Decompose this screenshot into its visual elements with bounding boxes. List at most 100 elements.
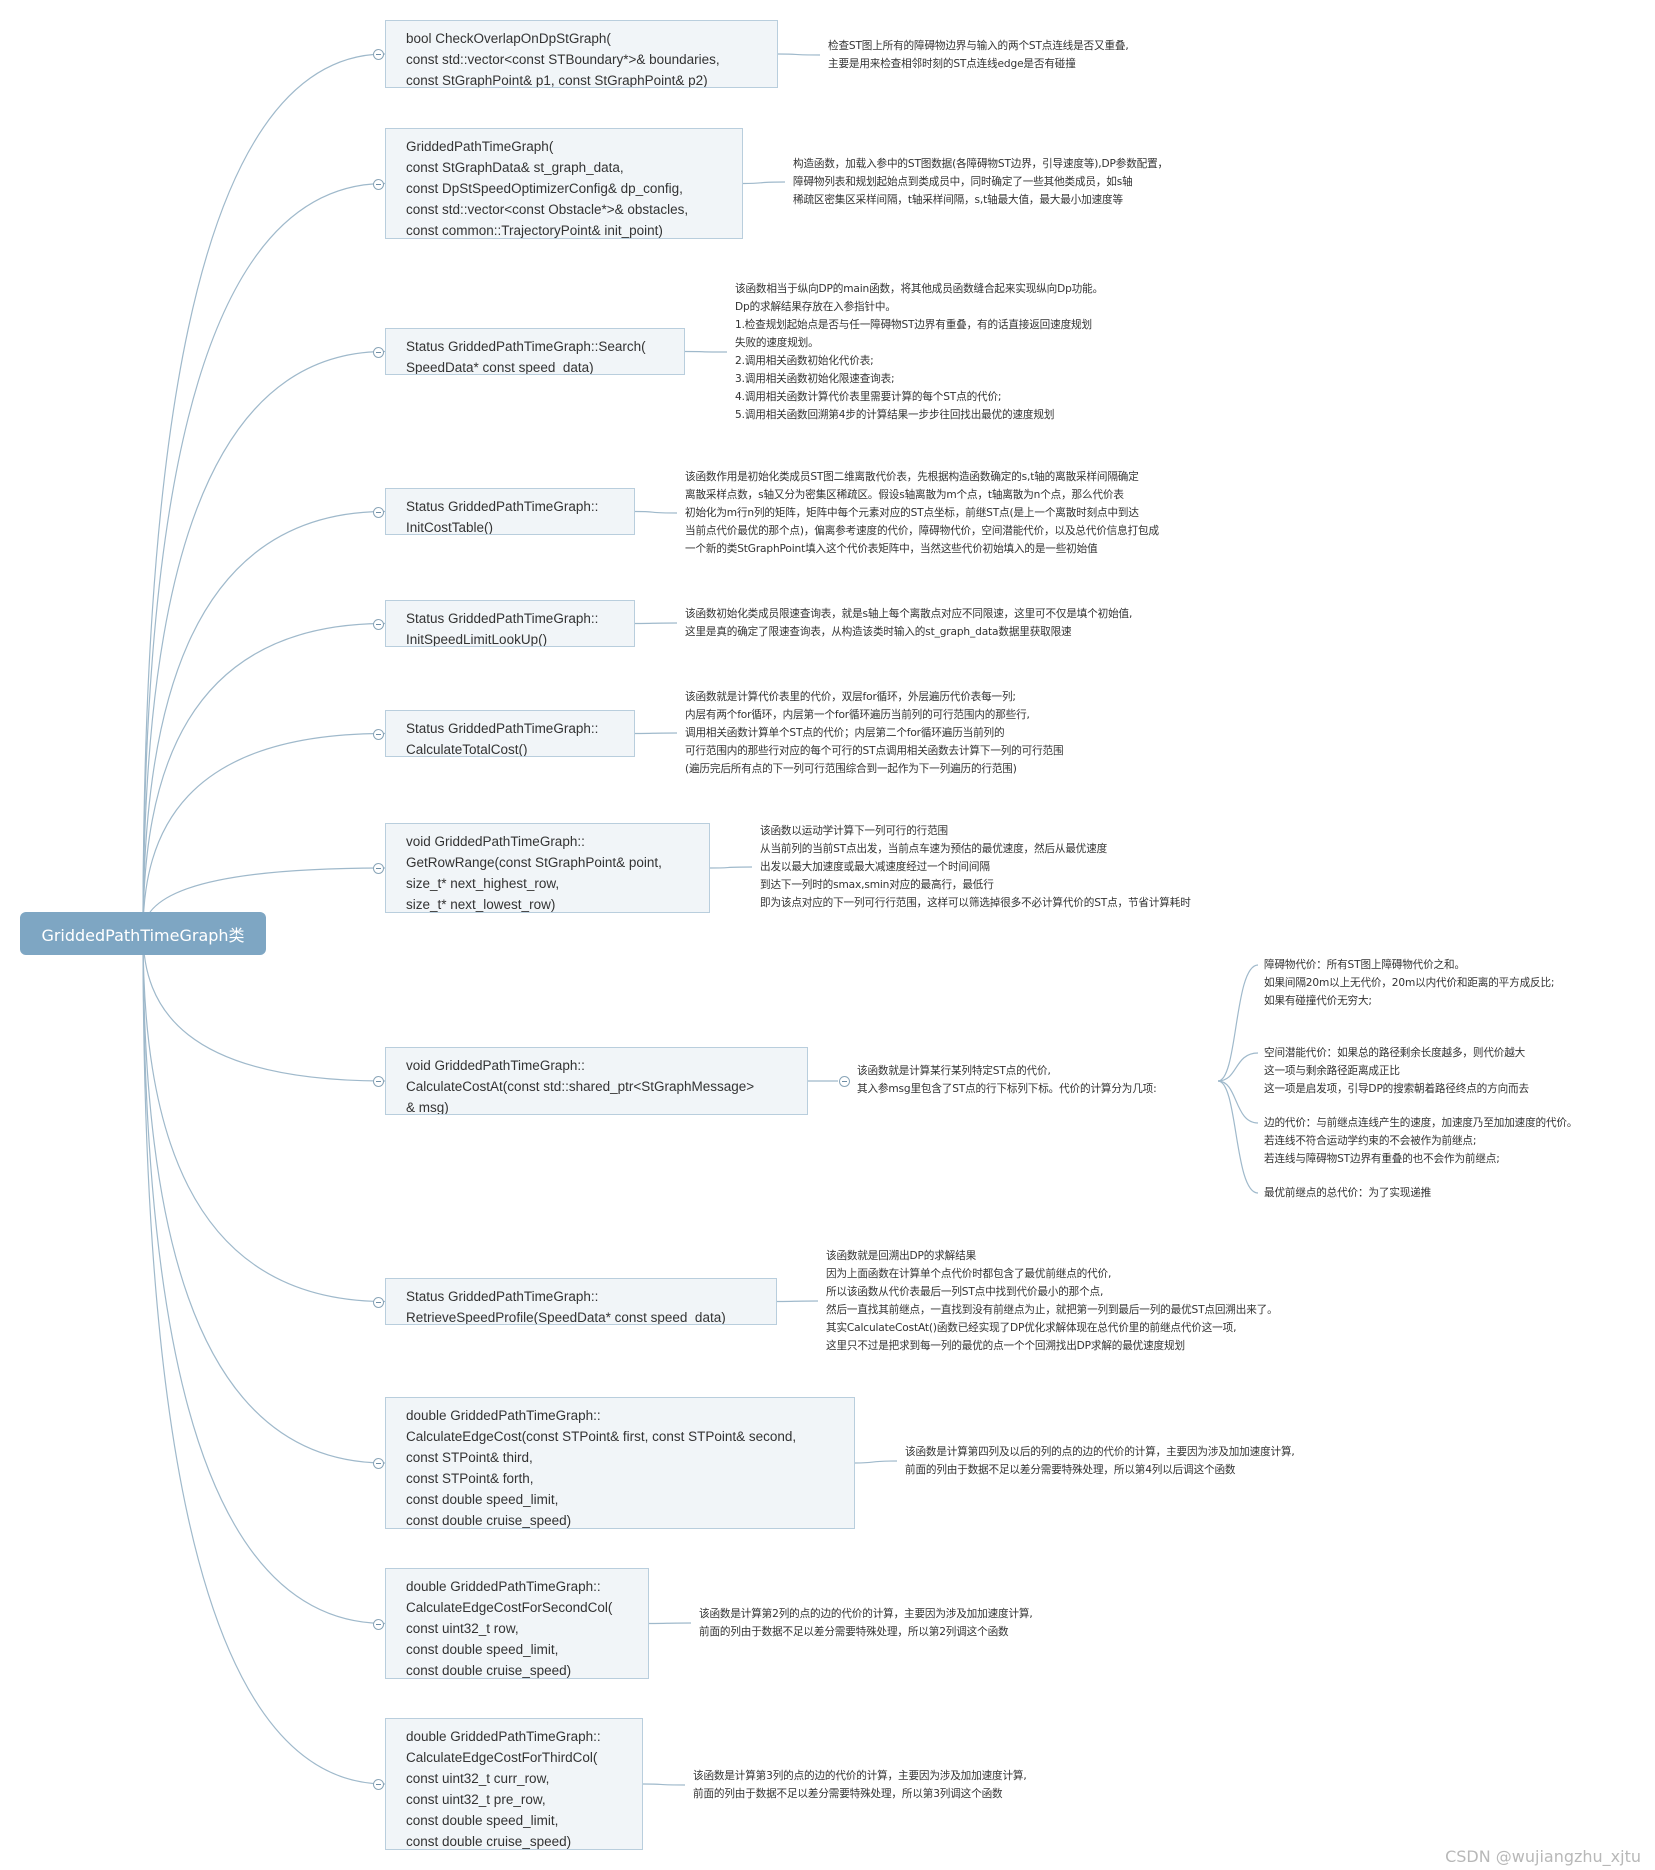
description-note-calc-edge-cost: 该函数是计算第四列及以后的列的点的边的代价的计算，主要因为涉及加加速度计算,前面… xyxy=(905,1443,1295,1479)
connector-line xyxy=(648,1622,692,1625)
note-text-line: 5.调用相关函数回溯第4步的计算结果一步步往回找出最优的速度规划 xyxy=(735,409,1055,421)
node-text-line: const double speed_limit, xyxy=(406,1813,559,1828)
connector-line xyxy=(142,932,386,1082)
note-text-line: 该函数就是回溯出DP的求解结果 xyxy=(826,1250,977,1262)
connector-line xyxy=(142,510,386,934)
note-text-line: 离散采样点数，s轴又分为密集区稀疏区。假设s轴离散为m个点，t轴离散为n个点，那… xyxy=(685,489,1124,501)
description-note-calc-total-cost: 该函数就是计算代价表里的代价，双层for循环，外层遍历代价表每一列;内层有两个f… xyxy=(685,688,1064,778)
function-node-get-row-range[interactable]: void GriddedPathTimeGraph::GetRowRange(c… xyxy=(385,823,710,913)
node-text-line: const double speed_limit, xyxy=(406,1642,559,1657)
collapse-icon[interactable] xyxy=(373,506,384,518)
collapse-icon[interactable] xyxy=(373,1458,384,1469)
connector-line xyxy=(634,510,678,514)
description-note-search: 该函数相当于纵向DP的main函数，将其他成员函数缝合起来实现纵向Dp功能。Dp… xyxy=(735,280,1103,424)
node-text-line: const std::vector<const STBoundary*>& bo… xyxy=(406,52,720,67)
note-text-line: 该函数就是计算某行某列特定ST点的代价, xyxy=(857,1065,1051,1077)
node-text-line: Status GriddedPathTimeGraph::Search( xyxy=(406,339,646,354)
description-note-calc-edge-cost-third: 该函数是计算第3列的点的边的代价的计算，主要因为涉及加加速度计算,前面的列由于数… xyxy=(693,1767,1027,1803)
connector-line xyxy=(634,732,678,735)
function-node-calc-edge-cost[interactable]: double GriddedPathTimeGraph::CalculateEd… xyxy=(385,1397,855,1529)
collapse-icon[interactable] xyxy=(373,178,384,190)
node-text-line: Status GriddedPathTimeGraph:: xyxy=(406,611,599,626)
node-text-line: & msg) xyxy=(406,1100,449,1115)
connector-line xyxy=(642,1783,686,1786)
function-node-constructor[interactable]: GriddedPathTimeGraph(const StGraphData& … xyxy=(385,128,743,239)
node-text-line: bool CheckOverlapOnDpStGraph( xyxy=(406,31,611,46)
note-text-line: 一个新的类StGraphPoint填入这个代价表矩阵中，当然这些代价初始填入的是… xyxy=(685,543,1098,555)
note-text-line: 空间潜能代价：如果总的路径剩余长度越多，则代价越大 xyxy=(1264,1047,1526,1059)
connector-line xyxy=(142,182,386,934)
collapse-icon[interactable] xyxy=(373,863,384,874)
node-text-line: double GriddedPathTimeGraph:: xyxy=(406,1408,601,1423)
function-node-calc-edge-cost-third[interactable]: double GriddedPathTimeGraph::CalculateEd… xyxy=(385,1718,643,1850)
node-text-line: const std::vector<const Obstacle*>& obst… xyxy=(406,202,689,217)
note-text-line: 稀疏区密集区采样间隔，t轴采样间隔，s,t轴最大值，最大最小加速度等 xyxy=(793,194,1123,206)
connector-line xyxy=(709,866,753,869)
note-text-line: 该函数是计算第四列及以后的列的点的边的代价的计算，主要因为涉及加加速度计算, xyxy=(905,1446,1295,1458)
root-node[interactable]: GriddedPathTimeGraph类 xyxy=(20,912,266,955)
collapse-icon[interactable] xyxy=(373,1296,384,1308)
function-node-calc-edge-cost-second[interactable]: double GriddedPathTimeGraph::CalculateEd… xyxy=(385,1568,649,1679)
description-note-calc-edge-cost-second: 该函数是计算第2列的点的边的代价的计算，主要因为涉及加加速度计算,前面的列由于数… xyxy=(699,1605,1033,1641)
node-text-line: GetRowRange(const StGraphPoint& point, xyxy=(406,855,662,870)
function-node-init-speed-limit[interactable]: Status GriddedPathTimeGraph::InitSpeedLi… xyxy=(385,600,635,647)
connector-line xyxy=(142,932,386,1303)
connector-line xyxy=(684,350,728,353)
collapse-icon[interactable] xyxy=(373,1779,384,1790)
node-text-line: CalculateEdgeCostForThirdCol( xyxy=(406,1750,598,1765)
collapse-icon[interactable] xyxy=(373,728,384,740)
description-note-init-speed-limit: 该函数初始化类成员限速查询表，就是s轴上每个离散点对应不同限速，这里可不仅是填个… xyxy=(685,605,1132,641)
note-text-line: 这里是真的确定了限速查询表，从构造该类时输入的st_graph_data数据里获… xyxy=(685,626,1072,638)
note-text-line: 该函数以运动学计算下一列可行的行范围 xyxy=(760,825,948,837)
function-node-calc-total-cost[interactable]: Status GriddedPathTimeGraph::CalculateTo… xyxy=(385,710,635,757)
connector-line xyxy=(142,932,386,1625)
function-node-calc-cost-at[interactable]: void GriddedPathTimeGraph::CalculateCost… xyxy=(385,1047,808,1115)
collapse-icon[interactable] xyxy=(839,1076,850,1087)
node-text-line: const DpStSpeedOptimizerConfig& dp_confi… xyxy=(406,181,683,196)
connector-line xyxy=(777,53,821,56)
description-note-retrieve-speed: 该函数就是回溯出DP的求解结果因为上面函数在计算单个点代价时都包含了最优前继点的… xyxy=(826,1247,1278,1355)
node-text-line: GriddedPathTimeGraph( xyxy=(406,139,554,154)
node-text-line: const double cruise_speed) xyxy=(406,1513,572,1528)
connector-line xyxy=(142,932,386,1785)
connector-line xyxy=(142,932,386,1464)
cost-item-note: 障碍物代价：所有ST图上障碍物代价之和。如果间隔20m以上无代价，20m以内代价… xyxy=(1264,956,1554,1010)
connector-line xyxy=(142,350,386,934)
note-text-line: 前面的列由于数据不足以差分需要特殊处理，所以第3列调这个函数 xyxy=(693,1788,1003,1800)
description-note-constructor: 构造函数，加载入参中的ST图数据(各障碍物ST边界，引导速度等),DP参数配置，… xyxy=(793,155,1168,209)
node-text-line: const common::TrajectoryPoint& init_poin… xyxy=(406,223,663,238)
node-text-line: SpeedData* const speed_data) xyxy=(406,360,594,375)
note-text-line: 1.检查规划起始点是否与任一障碍物ST边界有重叠，有的话直接返回速度规划 xyxy=(735,319,1092,331)
node-text-line: InitSpeedLimitLookUp() xyxy=(406,632,548,647)
node-text-line: const double speed_limit, xyxy=(406,1492,559,1507)
function-node-search[interactable]: Status GriddedPathTimeGraph::Search(Spee… xyxy=(385,328,685,375)
node-text-line: Status GriddedPathTimeGraph:: xyxy=(406,499,599,514)
node-text-line: InitCostTable() xyxy=(406,520,494,535)
function-node-init-cost-table[interactable]: Status GriddedPathTimeGraph::InitCostTab… xyxy=(385,488,635,535)
note-text-line: 可行范围内的那些行对应的每个可行的ST点调用相关函数去计算下一列的可行范围 xyxy=(685,745,1064,757)
cost-item-note: 空间潜能代价：如果总的路径剩余长度越多，则代价越大这一项与剩余路径距离成正比这一… xyxy=(1264,1044,1529,1098)
collapse-icon[interactable] xyxy=(373,49,384,60)
note-text-line: 出发以最大加速度或最大减速度经过一个时间间隔 xyxy=(760,861,990,873)
note-text-line: 所以该函数从代价表最后一列ST点中找到代价最小的那个点, xyxy=(826,1286,1104,1298)
node-text-line: RetrieveSpeedProfile(SpeedData* const sp… xyxy=(406,1310,726,1325)
node-text-line: size_t* next_lowest_row) xyxy=(406,897,556,912)
cost-item-note: 边的代价：与前继点连线产生的速度，加速度乃至加加速度的代价。若连线不符合运动学约… xyxy=(1264,1114,1577,1168)
connector-line xyxy=(142,53,386,934)
function-node-retrieve-speed[interactable]: Status GriddedPathTimeGraph::RetrieveSpe… xyxy=(385,1278,777,1325)
node-text-line: void GriddedPathTimeGraph:: xyxy=(406,834,585,849)
collapse-icon[interactable] xyxy=(373,346,384,358)
note-text-line: 障碍物代价：所有ST图上障碍物代价之和。 xyxy=(1264,959,1465,971)
node-text-line: const double cruise_speed) xyxy=(406,1834,572,1849)
note-text-line: 然后一直找其前继点，一直找到没有前继点为止，就把第一列到最后一列的最优ST点回溯… xyxy=(826,1304,1278,1316)
collapse-icon[interactable] xyxy=(373,1618,384,1630)
note-text-line: 其实CalculateCostAt()函数已经实现了DP优化求解体现在总代价里的… xyxy=(826,1322,1237,1334)
note-text-line: 如果有碰撞代价无穷大; xyxy=(1264,995,1372,1007)
note-text-line: Dp的求解结果存放在入参指针中。 xyxy=(735,301,896,313)
collapse-icon[interactable] xyxy=(373,1076,384,1087)
note-text-line: 其入参msg里包含了ST点的行下标列下标。代价的计算分为几项: xyxy=(857,1083,1157,1095)
collapse-icon[interactable] xyxy=(373,618,384,630)
cost-item-note: 最优前继点的总代价：为了实现递推 xyxy=(1264,1184,1431,1202)
function-node-check-overlap[interactable]: bool CheckOverlapOnDpStGraph(const std::… xyxy=(385,20,778,88)
node-text-line: CalculateCostAt(const std::shared_ptr<St… xyxy=(406,1079,755,1094)
